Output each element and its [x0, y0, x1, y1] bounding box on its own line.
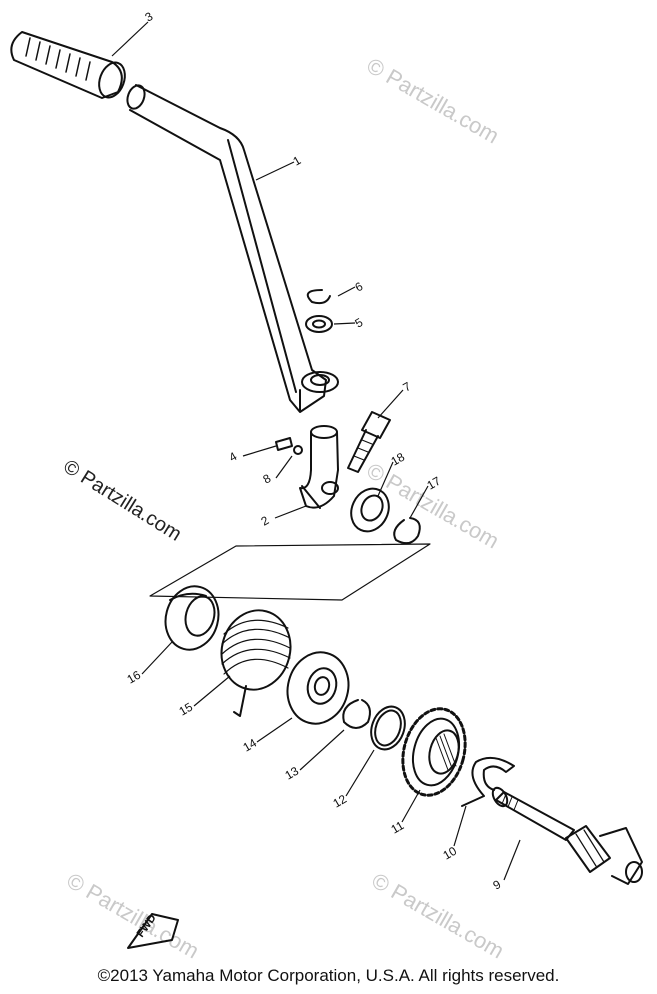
watermark-faint-4: © Partzilla.com — [368, 868, 509, 964]
callout-6: 6 — [353, 279, 366, 295]
watermark-faint-3: © Partzilla.com — [63, 868, 204, 964]
watermark-faint-2: © Partzilla.com — [363, 458, 504, 554]
part-10-clip — [461, 756, 515, 807]
watermark-faint-1: © Partzilla.com — [363, 53, 504, 149]
callout-10: 10 — [441, 844, 460, 863]
callout-11: 11 — [389, 818, 407, 837]
callout-17: 17 — [425, 474, 444, 493]
fwd-arrow-icon — [127, 913, 179, 949]
part-18-seal — [350, 487, 390, 533]
part-8-ball — [293, 445, 303, 455]
callout-14: 14 — [241, 736, 260, 755]
callout-12: 12 — [331, 792, 350, 811]
watermark-main: © Partzilla.com — [59, 456, 185, 546]
assembly-guide-line — [149, 543, 431, 601]
part-14-spring-guide — [286, 651, 350, 725]
callout-15: 15 — [177, 700, 196, 719]
callout-7: 7 — [401, 379, 414, 395]
part-11-kick-gear — [401, 707, 467, 797]
part-9-kick-axle — [491, 786, 643, 885]
callout-4: 4 — [227, 449, 240, 465]
part-1-kick-arm — [126, 84, 327, 413]
part-12-washer — [370, 705, 406, 751]
callout-8: 8 — [261, 471, 274, 487]
callout-5: 5 — [353, 315, 366, 331]
part-7-bolt — [347, 411, 391, 473]
part-17-circlip — [393, 517, 421, 545]
part-3-grip — [10, 31, 126, 99]
callout-9: 9 — [491, 877, 504, 893]
callout-labels: 3 1 6 5 7 4 8 2 18 17 16 15 14 13 12 11 … — [125, 9, 504, 893]
callout-16: 16 — [125, 668, 144, 687]
part-6-clip — [306, 289, 331, 305]
callout-18: 18 — [389, 450, 408, 469]
leader-lines — [111, 21, 521, 881]
part-1-boss — [301, 371, 339, 393]
part-2-kick-boss — [299, 425, 339, 509]
part-13-circlip — [342, 699, 371, 729]
callout-3: 3 — [143, 9, 156, 25]
callout-13: 13 — [283, 764, 302, 783]
part-15-kick-spring — [220, 609, 292, 717]
callout-1: 1 — [291, 153, 304, 169]
part-16-spring-cover — [164, 585, 220, 651]
part-4-pin — [275, 437, 293, 451]
part-5-washer — [305, 315, 333, 333]
callout-2: 2 — [259, 513, 272, 529]
copyright-footer: ©2013 Yamaha Motor Corporation, U.S.A. A… — [97, 966, 560, 985]
